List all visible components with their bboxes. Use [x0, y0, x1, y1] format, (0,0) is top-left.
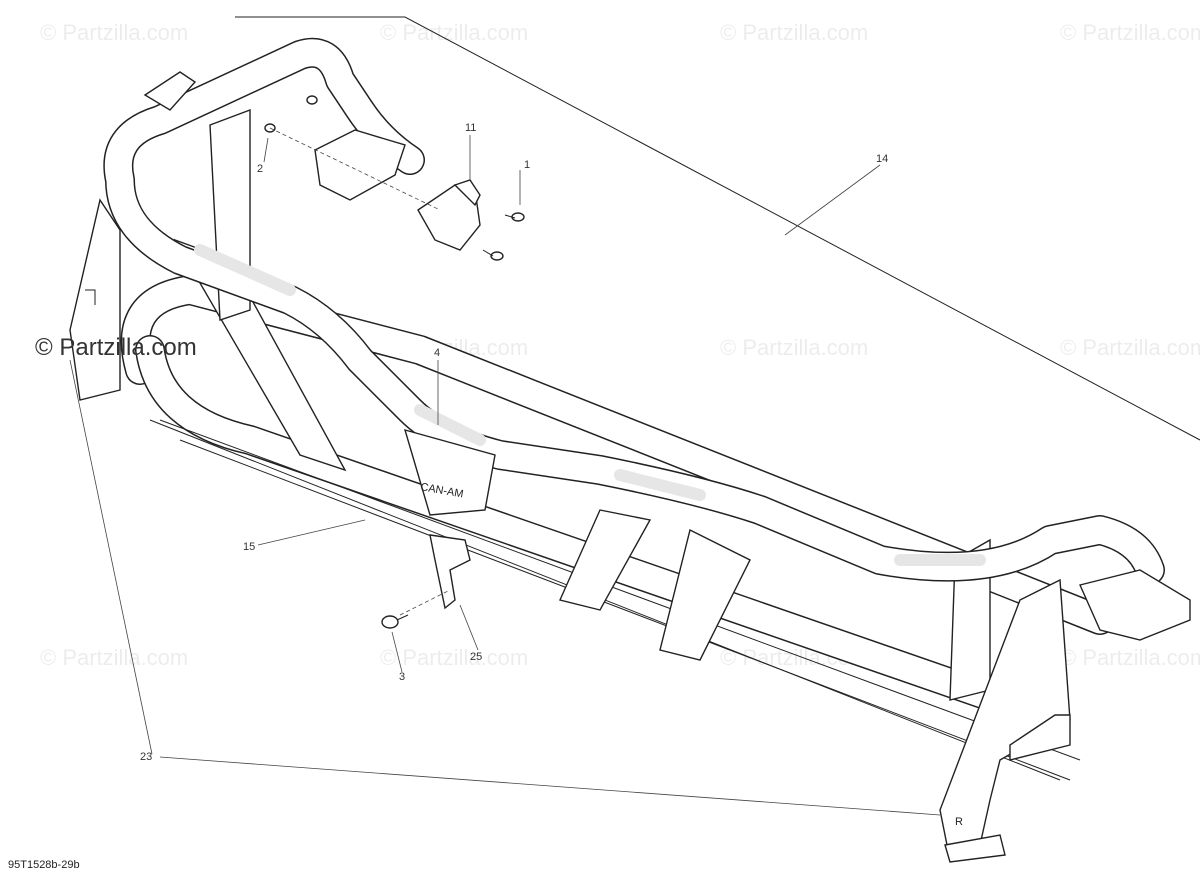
callout-1: 1	[524, 159, 530, 171]
primary-watermark: © Partzilla.com	[35, 334, 197, 361]
watermark-text: © Partzilla.com	[380, 20, 528, 45]
watermark-text: © Partzilla.com	[40, 20, 188, 45]
callout-15: 15	[243, 541, 255, 553]
assembly-line-latch	[269, 127, 441, 211]
latch-mount	[314, 129, 406, 201]
callout-3: 3	[399, 671, 405, 683]
right-plate-foot	[1009, 714, 1071, 761]
watermark-text: © Partzilla.com	[1060, 20, 1200, 45]
callout-25: 25	[470, 651, 482, 663]
top-rail	[103, 37, 1165, 585]
callout-2: 2	[257, 163, 263, 175]
base-frame	[120, 275, 1115, 781]
nut-2a	[306, 95, 318, 105]
diagram-code: 95T1528b-29b	[8, 859, 80, 871]
watermark-text: © Partzilla.com	[380, 645, 528, 670]
logo-plate	[403, 428, 496, 516]
clip-25	[429, 534, 471, 610]
right-side-plate	[939, 578, 1071, 862]
screw-3	[381, 614, 409, 629]
latch-lever	[453, 179, 481, 207]
callout-4: 4	[434, 347, 440, 359]
watermark-text: © Partzilla.com	[720, 335, 868, 360]
assembly-line-screw	[399, 589, 451, 616]
right-mount-bracket	[1079, 569, 1191, 641]
watermark-text: © Partzilla.com	[1060, 645, 1200, 670]
left-plate-mark	[85, 289, 96, 305]
callout-11: 11	[465, 122, 476, 134]
watermark-text: © Partzilla.com	[720, 20, 868, 45]
bolt-1b	[482, 249, 504, 261]
right-plate-letter: R	[955, 816, 963, 828]
callout-14: 14	[876, 153, 888, 165]
callout-23: 23	[140, 751, 152, 763]
right-plate-tab	[944, 834, 1006, 863]
watermark-text: © Partzilla.com	[40, 645, 188, 670]
leader-lines	[69, 135, 941, 816]
bolt-1	[504, 212, 525, 222]
left-mount-bracket	[143, 71, 197, 111]
watermark-text: © Partzilla.com	[1060, 335, 1200, 360]
